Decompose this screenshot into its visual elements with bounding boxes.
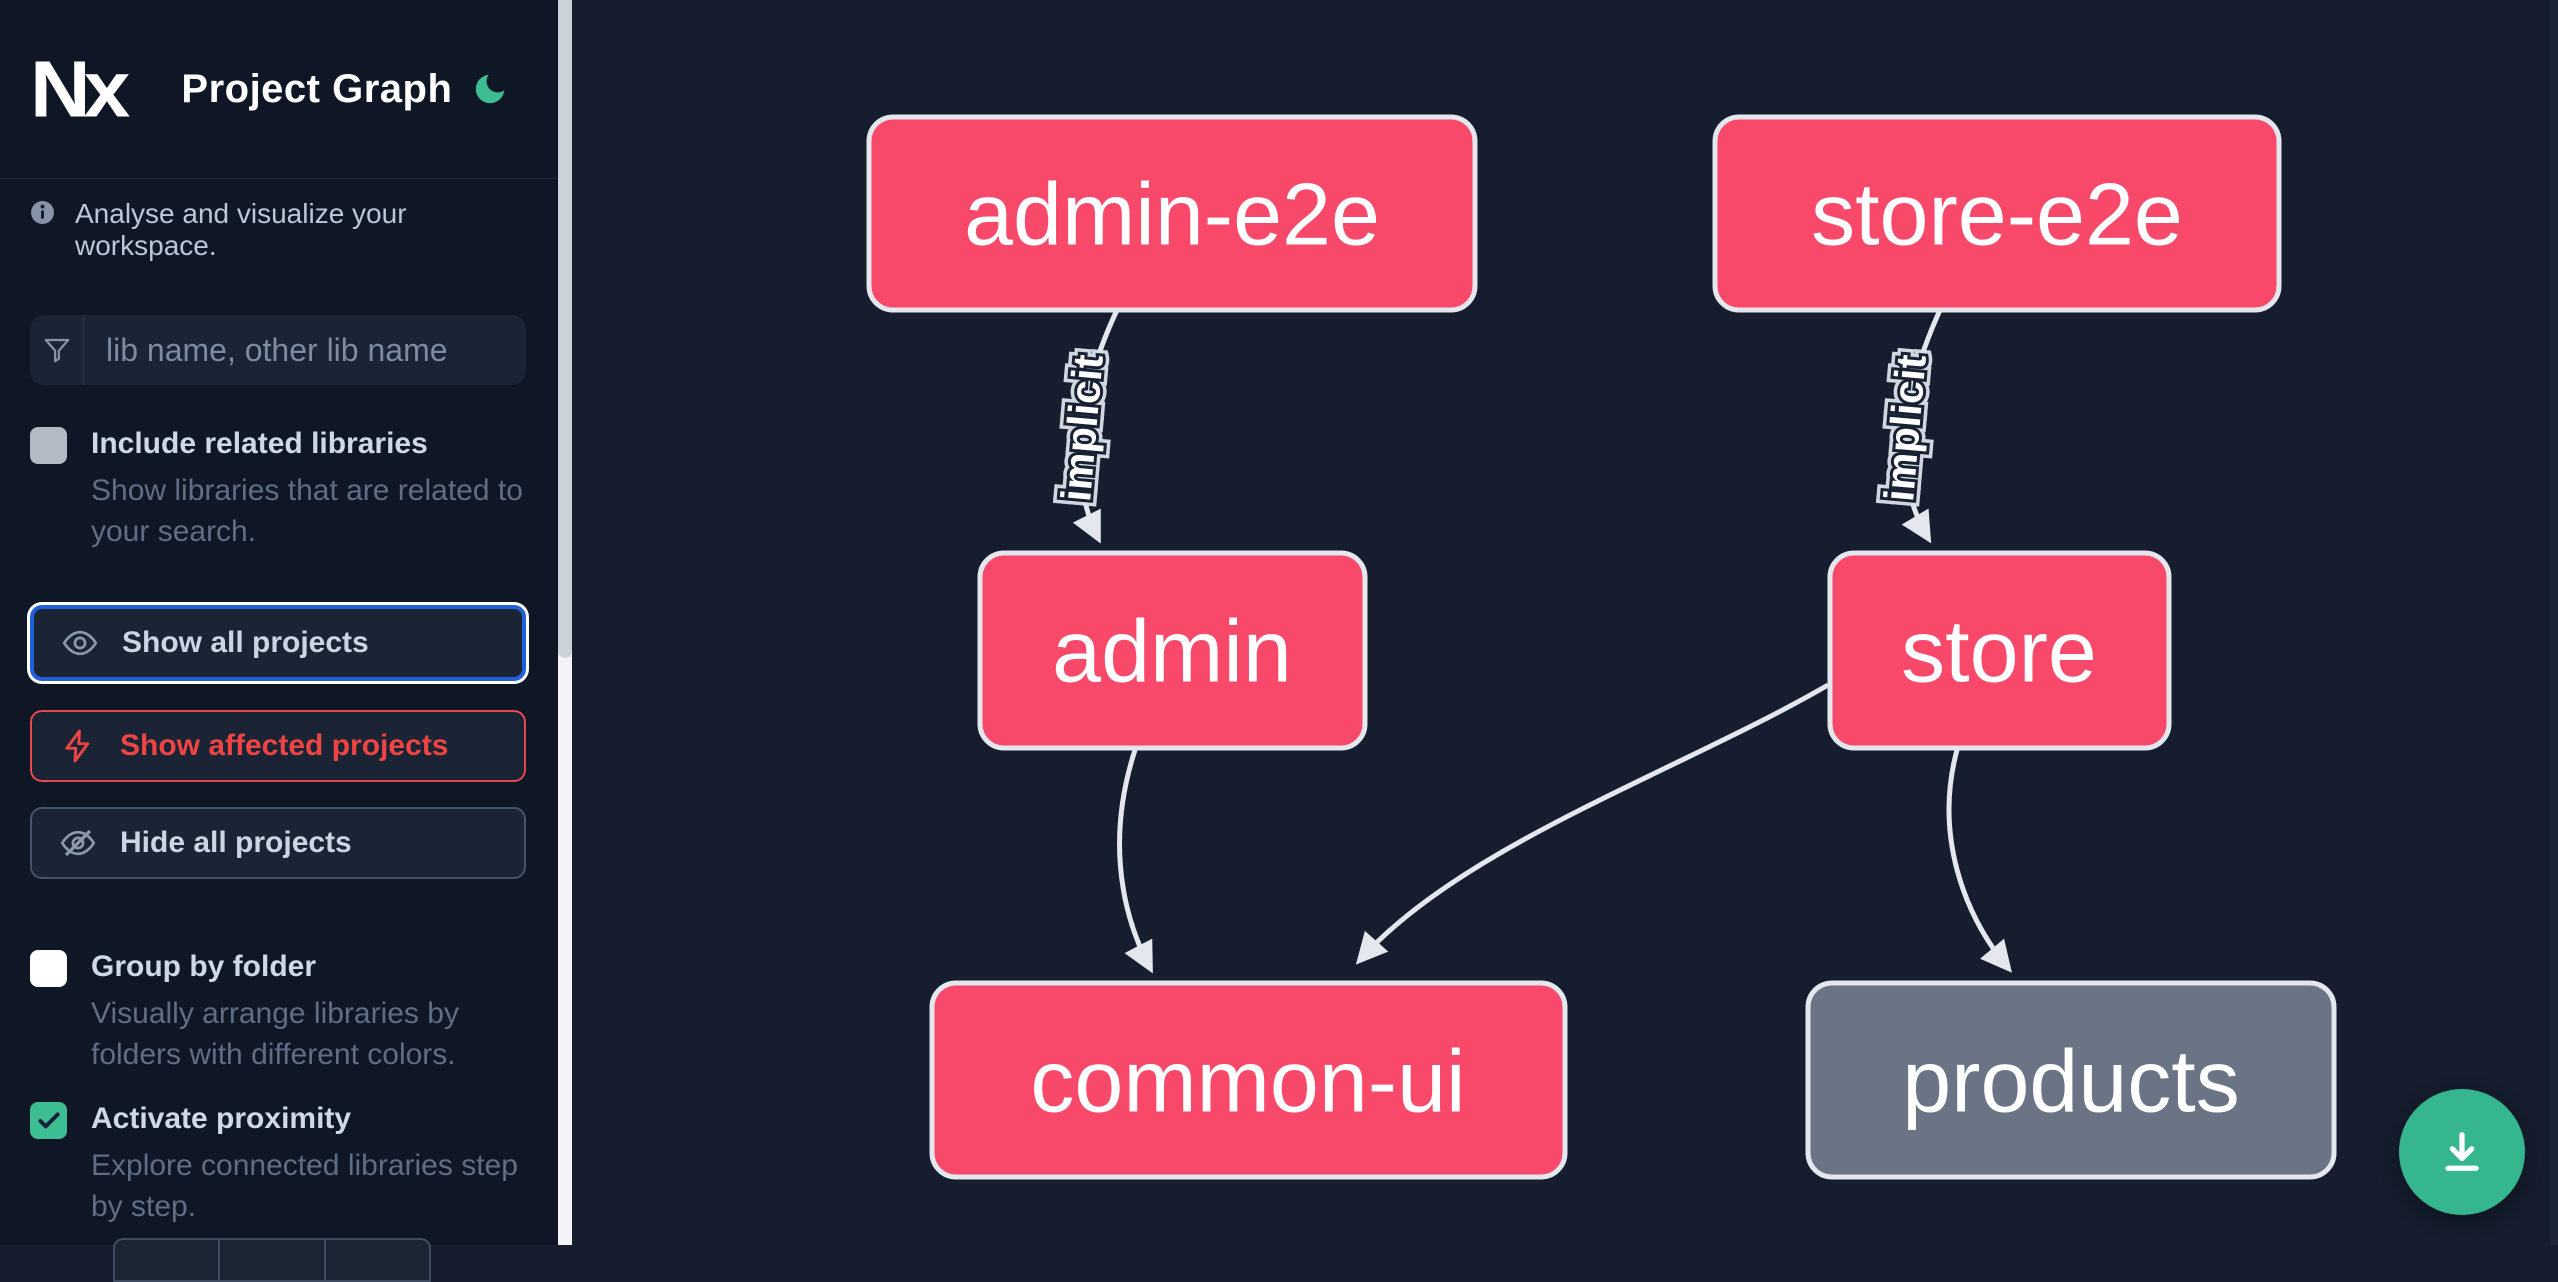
node-products[interactable]: products: [1805, 980, 2337, 1180]
download-icon: [2445, 1132, 2479, 1171]
stepper-segment[interactable]: [323, 1240, 429, 1280]
edge-store-e2e-to-store[interactable]: [1901, 308, 1943, 544]
node-admin-e2e[interactable]: admin-e2e: [866, 114, 1478, 313]
svg-text:admin-e2e: admin-e2e: [964, 165, 1380, 264]
filter-icon: [44, 338, 69, 363]
sidebar: Nx Project Graph Analyse and visualize y…: [0, 0, 558, 1282]
moon-icon: [475, 74, 505, 104]
nx-logo[interactable]: Nx: [30, 44, 130, 134]
sidebar-scrollbar-thumb[interactable]: [558, 0, 572, 658]
hide-all-projects-button[interactable]: Hide all projects: [30, 807, 526, 879]
show-affected-projects-button[interactable]: Show affected projects: [30, 710, 526, 782]
page-title: Project Graph: [181, 66, 453, 111]
include-related-option[interactable]: Include related libraries Show libraries…: [30, 425, 526, 552]
show-all-projects-label: Show all projects: [122, 626, 369, 659]
node-common-ui[interactable]: common-ui: [929, 980, 1568, 1180]
svg-text:admin: admin: [1052, 602, 1292, 701]
node-admin[interactable]: admin: [977, 550, 1368, 751]
eye-off-icon: [60, 829, 96, 857]
project-graph-canvas[interactable]: implicit implicit implicit implicit admi…: [572, 0, 2558, 1245]
hide-all-projects-label: Hide all projects: [120, 826, 352, 859]
sidebar-scrollbar[interactable]: [558, 0, 572, 1245]
edge-label-implicit-admin: implicit implicit: [1046, 346, 1119, 510]
edge-admin-e2e-to-admin[interactable]: [1072, 308, 1120, 544]
edge-store-to-common-ui[interactable]: [1355, 682, 1830, 965]
dark-mode-toggle[interactable]: [471, 70, 509, 108]
edge-store-to-products[interactable]: [1946, 749, 2012, 973]
project-graph-svg: implicit implicit implicit implicit admi…: [866, 114, 2337, 1180]
stepper-segment[interactable]: [115, 1240, 218, 1280]
edge-admin-to-common-ui[interactable]: [1117, 749, 1153, 974]
svg-text:implicit: implicit: [1052, 353, 1112, 504]
sidebar-header: Nx Project Graph: [0, 0, 558, 179]
group-by-folder-description: Visually arrange libraries by folders wi…: [91, 997, 459, 1071]
node-store-e2e[interactable]: store-e2e: [1712, 114, 2282, 313]
filter-icon-cell: [30, 315, 84, 385]
include-related-label: Include related libraries: [91, 427, 428, 460]
info-icon: [31, 201, 54, 224]
search-input[interactable]: [84, 315, 526, 385]
stepper-segment[interactable]: [218, 1240, 323, 1280]
group-by-folder-checkbox[interactable]: [30, 950, 67, 987]
include-related-description: Show libraries that are related to your …: [91, 474, 523, 548]
svg-text:implicit: implicit: [1875, 353, 1935, 504]
activate-proximity-description: Explore connected libraries step by step…: [91, 1149, 518, 1223]
activate-proximity-option[interactable]: Activate proximity Explore connected lib…: [30, 1100, 526, 1227]
svg-text:store: store: [1901, 602, 2097, 701]
group-by-folder-label: Group by folder: [91, 950, 316, 983]
include-related-checkbox[interactable]: [30, 427, 67, 464]
activate-proximity-checkbox[interactable]: [30, 1102, 67, 1139]
eye-icon: [62, 630, 98, 656]
show-affected-projects-label: Show affected projects: [120, 729, 449, 762]
svg-text:store-e2e: store-e2e: [1811, 165, 2183, 264]
node-store[interactable]: store: [1827, 550, 2172, 751]
search-box: [30, 315, 526, 385]
info-text: Analyse and visualize your workspace.: [75, 198, 407, 261]
download-graph-button[interactable]: [2399, 1089, 2525, 1215]
activate-proximity-label: Activate proximity: [91, 1102, 352, 1135]
show-all-projects-button[interactable]: Show all projects: [30, 605, 526, 681]
canvas-scrollbar[interactable]: [2550, 0, 2558, 1245]
group-by-folder-option[interactable]: Group by folder Visually arrange librari…: [30, 948, 526, 1075]
svg-text:common-ui: common-ui: [1030, 1032, 1465, 1131]
check-icon: [37, 1112, 60, 1128]
lightning-bolt-icon: [65, 729, 90, 763]
svg-text:products: products: [1902, 1032, 2240, 1131]
workspace-info: Analyse and visualize your workspace.: [30, 198, 526, 262]
edge-label-implicit-store: implicit implicit: [1869, 346, 1942, 510]
